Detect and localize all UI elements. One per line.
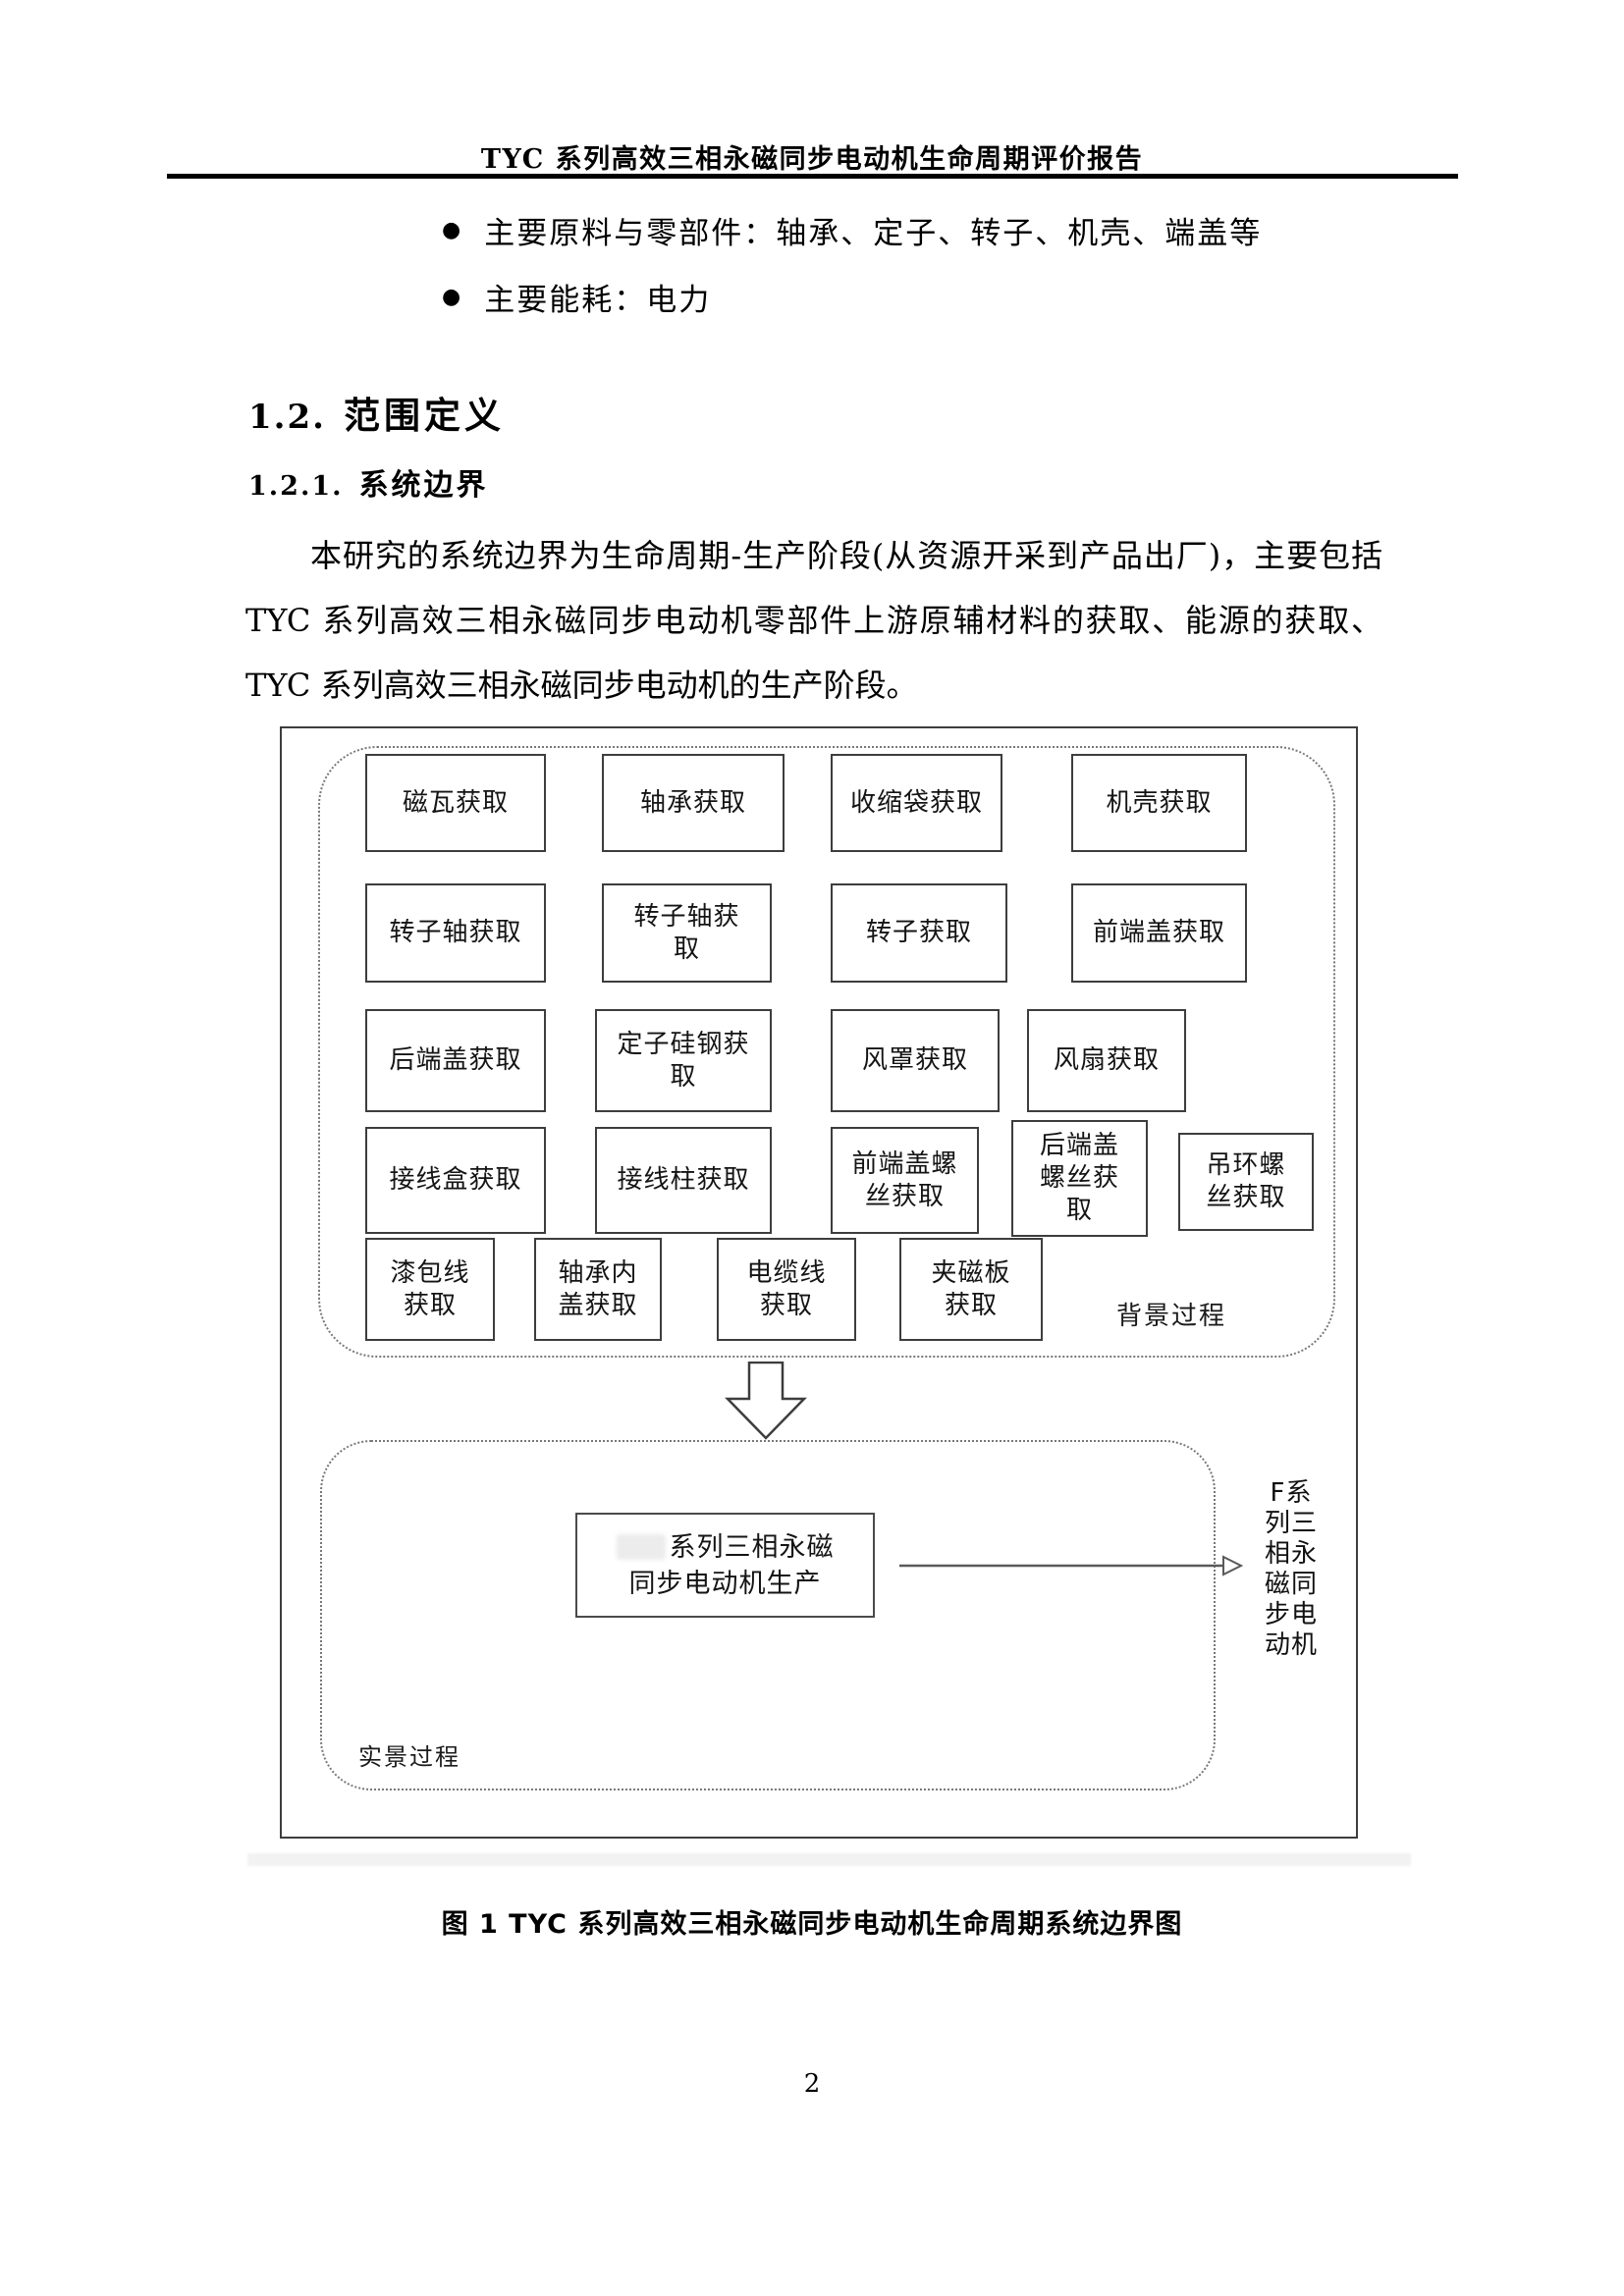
right-arrow-icon (899, 1555, 1243, 1576)
process-box: 转子轴获 取 (602, 883, 772, 983)
section-title: 范围定义 (344, 395, 505, 437)
down-arrow-icon (725, 1362, 807, 1440)
process-box: 轴承内 盖获取 (534, 1238, 662, 1341)
blurred-word (616, 1534, 666, 1560)
foreground-process-group (320, 1440, 1216, 1790)
process-box: 转子轴获取 (365, 883, 546, 983)
subsection-heading: 1.2.1. 系统边界 (248, 460, 489, 504)
paragraph-line: TYC 系列高效三相永磁同步电动机零部件上游原辅材料的获取、能源的获取、 (245, 602, 1382, 639)
bullet-text: 主要能耗：电力 (484, 282, 712, 318)
scan-artifact (247, 1853, 1411, 1866)
process-box: 接线柱获取 (595, 1127, 772, 1234)
process-box: 定子硅钢获 取 (595, 1009, 772, 1112)
process-box: 转子获取 (831, 883, 1007, 983)
section-number: 1.2. (248, 398, 326, 437)
bullet-icon: ● (442, 285, 461, 309)
process-box: 风扇获取 (1027, 1009, 1186, 1112)
system-boundary-figure: 磁瓦获取 轴承获取 收缩袋获取 机壳获取 转子轴获取 转子轴获 取 转子获取 前… (280, 726, 1358, 1839)
process-box: 机壳获取 (1071, 754, 1247, 852)
header-rule (167, 174, 1458, 179)
process-box: 前端盖获取 (1071, 883, 1247, 983)
production-box-line2: 同步电动机生产 (628, 1568, 822, 1599)
process-box: 夹磁板 获取 (899, 1238, 1043, 1341)
body-paragraph: 本研究的系统边界为生命周期-生产阶段(从资源开采到产品出厂)，主要包括 TYC … (245, 523, 1382, 718)
process-box: 接线盒获取 (365, 1127, 546, 1234)
bullet-text: 主要原料与零部件：轴承、定子、转子、机壳、端盖等 (484, 215, 1263, 251)
process-box: 吊环螺 丝获取 (1178, 1133, 1314, 1231)
section-heading: 1.2. 范围定义 (248, 386, 505, 439)
production-box-line1: 系列三相永磁 (616, 1529, 835, 1566)
page-number: 2 (803, 2069, 821, 2099)
process-box: 前端盖螺 丝获取 (831, 1127, 979, 1234)
process-box: 轴承获取 (602, 754, 785, 852)
list-item: ● 主要原料与零部件：轴承、定子、转子、机壳、端盖等 (442, 209, 1263, 251)
process-box: 磁瓦获取 (365, 754, 546, 852)
subsection-number: 1.2.1. (248, 471, 344, 502)
figure-caption: 图 1 TYC 系列高效三相永磁同步电动机生命周期系统边界图 (441, 1909, 1183, 1940)
process-box: 收缩袋获取 (831, 754, 1002, 852)
product-label: F系 列三 相永 磁同 步电 动机 (1264, 1478, 1318, 1660)
background-process-group (318, 746, 1335, 1358)
production-text: 系列三相永磁 (669, 1531, 835, 1563)
page-header: TYC 系列高效三相永磁同步电动机生命周期评价报告 (480, 144, 1144, 175)
process-box: 风罩获取 (831, 1009, 1000, 1112)
list-item: ● 主要能耗：电力 (442, 276, 712, 318)
background-process-label: 背景过程 (1116, 1302, 1227, 1331)
production-box: 系列三相永磁 同步电动机生产 (575, 1513, 875, 1618)
foreground-process-label: 实景过程 (358, 1743, 460, 1771)
process-box: 电缆线 获取 (717, 1238, 856, 1341)
paragraph-line: TYC 系列高效三相永磁同步电动机的生产阶段。 (245, 667, 918, 704)
process-box: 后端盖 螺丝获 取 (1011, 1120, 1148, 1237)
bullet-icon: ● (442, 218, 461, 242)
process-box: 漆包线 获取 (365, 1238, 495, 1341)
paragraph-line: 本研究的系统边界为生命周期-生产阶段(从资源开采到产品出厂)，主要包括 (310, 537, 1382, 574)
process-box: 后端盖获取 (365, 1009, 546, 1112)
subsection-title: 系统边界 (358, 468, 489, 503)
